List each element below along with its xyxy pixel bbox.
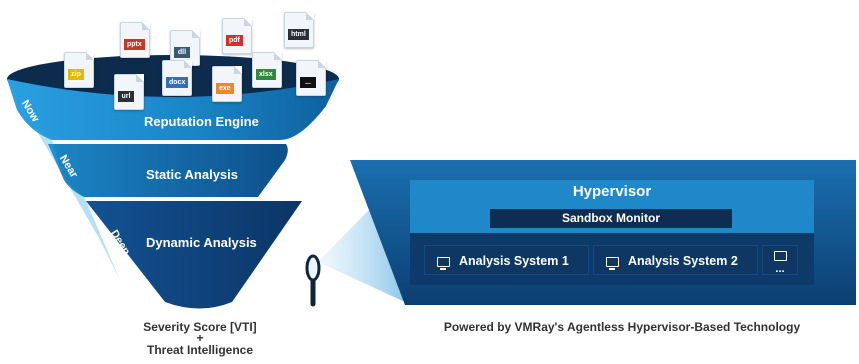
analysis-system-1: Analysis System 1 [424,245,589,275]
analysis-system-2: Analysis System 2 [593,245,758,275]
analysis-system-2-label: Analysis System 2 [628,254,738,268]
magnifier-lens [305,254,321,282]
file-icon-pdf: pdf [222,18,252,54]
file-icon-exe: exe [212,66,242,102]
analysis-system-1-label: Analysis System 1 [459,254,569,268]
monitor-icon [437,256,450,270]
file-icon-docx: docx [162,60,192,96]
file-icon-pptx: pptx [120,22,150,58]
file-icon-html: html [284,12,314,48]
tier-label-static-analysis: Static Analysis [146,167,239,182]
file-icon-more: ... [296,60,326,96]
file-icon-xlsx: xlsx [252,52,282,88]
analysis-system-more: ... [762,245,798,275]
file-icon-url: url [114,74,144,110]
funnel-tier-near [48,144,288,197]
caption-right: Powered by VMRay's Agentless Hypervisor-… [443,320,801,334]
hypervisor-title: Hypervisor [572,183,652,200]
tier-label-dynamic-analysis: Dynamic Analysis [146,235,257,250]
monitor-icon [773,251,787,261]
more-systems-ellipsis: ... [775,263,785,275]
funnel-tier-deep [86,201,302,309]
funnel-tier-now [7,79,339,140]
caption-left-line3: Threat Intelligence [146,343,254,357]
caption-left-line2: + [196,331,204,345]
caption-left-line1: Severity Score [VTI] [143,320,257,334]
tier-label-reputation-engine: Reputation Engine [144,114,259,129]
file-icon-zip: zip [64,52,94,88]
sandbox-monitor: Sandbox Monitor [490,209,732,228]
monitor-icon [606,256,619,270]
caption-left: Severity Score [VTI] + Threat Intelligen… [110,320,290,357]
